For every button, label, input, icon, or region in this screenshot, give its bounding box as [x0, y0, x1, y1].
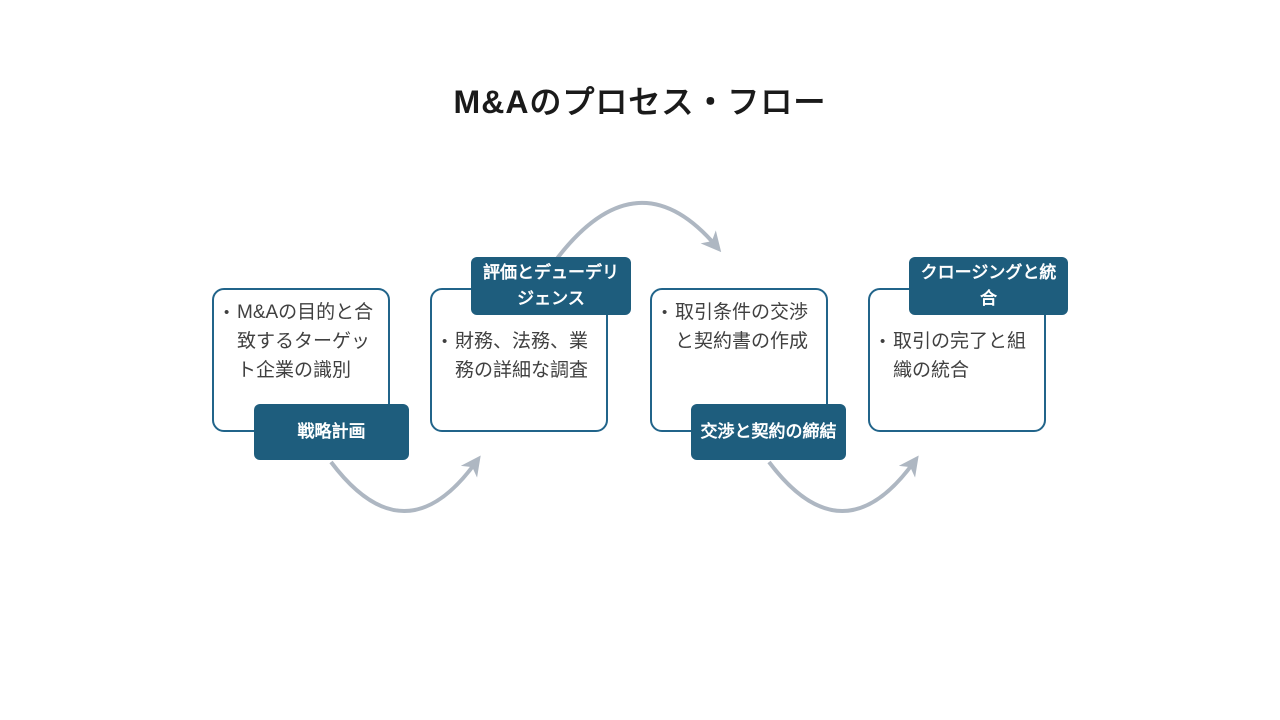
list-item: • 取引条件の交渉と契約書の作成	[662, 298, 818, 356]
step-box-4-content: • 取引の完了と組織の統合	[870, 290, 1044, 430]
step-label-text: 戦略計画	[297, 422, 366, 441]
step-description: 取引の完了と組織の統合	[893, 331, 1027, 381]
list-item: • M&Aの目的と合致するターゲット企業の識別	[224, 298, 380, 385]
list-item: • 財務、法務、業務の詳細な調査	[442, 327, 598, 385]
step-label-4: クロージングと統合	[909, 257, 1068, 315]
arrow-step1-to-step2-icon	[329, 455, 481, 513]
step-label-3: 交渉と契約の締結	[691, 404, 846, 460]
step-box-1: • M&Aの目的と合致するターゲット企業の識別	[212, 288, 390, 432]
step-description: 取引条件の交渉と契約書の作成	[675, 302, 809, 352]
step-description: 財務、法務、業務の詳細な調査	[455, 331, 589, 381]
arrow-step3-to-step4-icon	[767, 455, 919, 513]
step-label-2: 評価とデューデリジェンス	[471, 257, 631, 315]
page-title: M&Aのプロセス・フロー	[453, 84, 827, 120]
bullet-icon: •	[224, 304, 230, 321]
bullet-icon: •	[880, 333, 886, 350]
step-box-3-content: • 取引条件の交渉と契約書の作成	[652, 290, 826, 430]
step-label-text: クロージングと統合	[920, 263, 1057, 308]
step-box-1-content: • M&Aの目的と合致するターゲット企業の識別	[214, 290, 388, 430]
step-description: M&Aの目的と合致するターゲット企業の識別	[237, 302, 374, 381]
step-label-1: 戦略計画	[254, 404, 409, 460]
bullet-icon: •	[442, 333, 448, 350]
step-box-2-content: • 財務、法務、業務の詳細な調査	[432, 290, 606, 430]
list-item: • 取引の完了と組織の統合	[880, 327, 1036, 385]
step-label-text: 交渉と契約の締結	[700, 422, 837, 441]
step-label-text: 評価とデューデリジェンス	[483, 263, 619, 308]
bullet-icon: •	[662, 304, 668, 321]
